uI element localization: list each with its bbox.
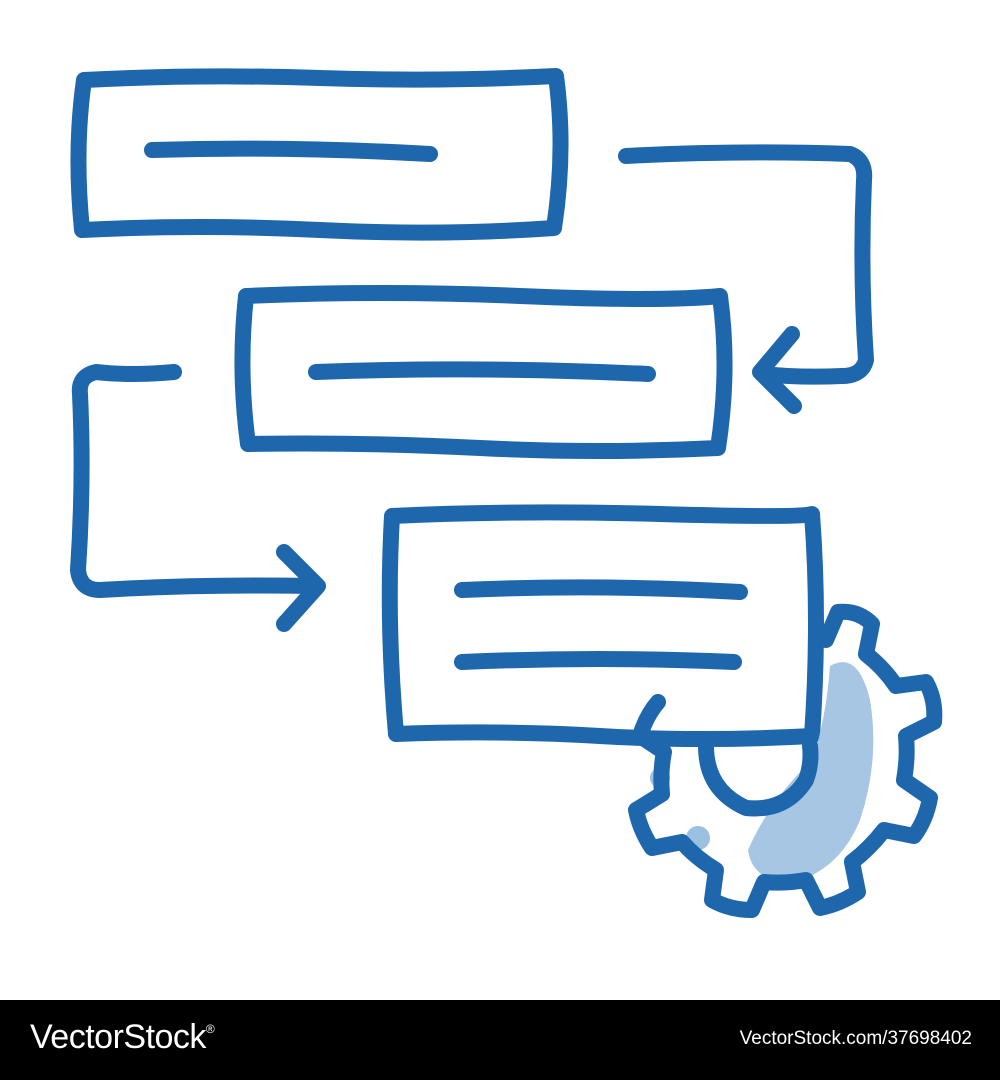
process-flow-illustration [70, 68, 943, 918]
brand-logo: VectorStock® [30, 1018, 215, 1057]
gear-icon [628, 603, 943, 918]
image-id: VectorStock.com/37698402 [739, 1028, 972, 1049]
brand-name: VectorStock [30, 1018, 206, 1056]
registered-mark: ® [205, 1022, 215, 1036]
process-box-bottom-icon [381, 504, 824, 747]
footer-bar: VectorStock® VectorStock.com/37698402 [0, 1000, 1000, 1080]
process-box-top-icon [70, 68, 569, 241]
process-box-middle-icon [234, 285, 733, 459]
arrow-icon-middle-to-bottom [70, 364, 326, 632]
arrow-icon-top-to-middle [618, 144, 874, 414]
